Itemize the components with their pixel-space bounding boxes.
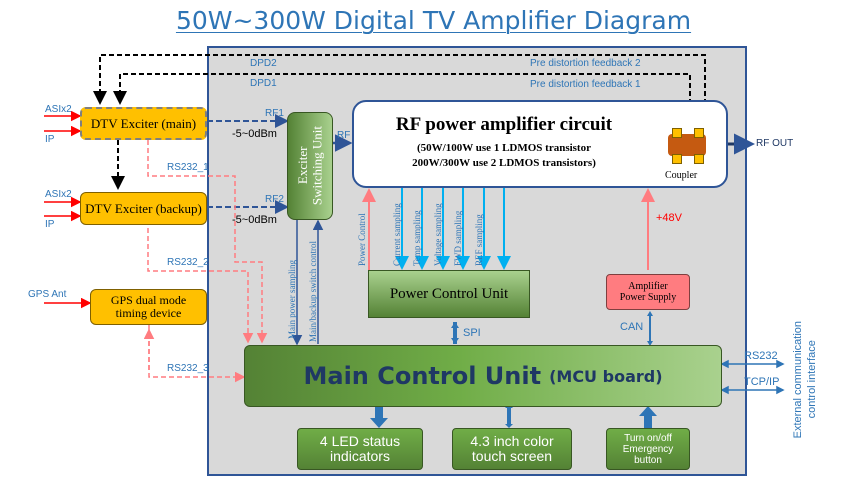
ip-main-label: IP [45, 134, 55, 145]
power-control-line [362, 188, 655, 270]
rf-amplifier-title: RF power amplifier circuit [395, 114, 613, 135]
rf1-dbm-label: -5~0dBm [232, 128, 277, 140]
rf1-label: RF1 [265, 108, 284, 119]
gps-ant-label: GPS Ant [28, 289, 67, 300]
asi-main-label: ASIx2 [45, 104, 72, 115]
sampling-control-lines [291, 219, 324, 346]
rf-input-lines [207, 114, 289, 214]
coupler-icon [658, 128, 716, 164]
main-control-unit: Main Control Unit (MCU board) [244, 345, 722, 407]
spi-can-lines [451, 311, 653, 346]
mcu-subtitle: (MCU board) [549, 366, 663, 386]
sampling-lines [395, 188, 511, 270]
power-control-unit: Power Control Unit [368, 270, 530, 318]
power-control-label: Power Control [357, 213, 367, 266]
coupler-label: Coupler [665, 170, 698, 181]
main-backup-switch-label: Main/backup switch control [308, 241, 318, 342]
rf-out-label: RF OUT [756, 138, 794, 149]
dpd1-label: DPD1 [250, 78, 277, 89]
amplifier-power-supply: Amplifier Power Supply [606, 274, 690, 310]
rf-amplifier-sub1: (50W/100W use 1 LDMOS transistor [417, 142, 591, 154]
dpd2-feedback-line [93, 54, 706, 128]
pre-distortion-1-label: Pre distortion feedback 1 [530, 79, 641, 90]
rf-amplifier-sub2: 200W/300W use 2 LDMOS transistors) [412, 157, 596, 169]
rf2-dbm-label: -5~0dBm [232, 214, 277, 226]
ref-sampling-label: REF sampling [474, 214, 484, 266]
pre-distortion-2-label: Pre distortion feedback 2 [530, 58, 641, 69]
dpd2-label: DPD2 [250, 58, 277, 69]
main-power-sampling-label: Main power sampling [287, 260, 297, 339]
input-arrows [44, 110, 92, 309]
tcpip-label: TCP/IP [744, 376, 780, 388]
exciter-switching-unit: Exciter Switching Unit [287, 112, 333, 220]
v48-label: +48V [656, 212, 682, 224]
exciter-switching-label: Exciter Switching Unit [294, 126, 324, 206]
led-status-indicators: 4 LED status indicators [297, 428, 423, 470]
rs232-2-label: RS232_2 [167, 257, 209, 268]
asi-backup-label: ASIx2 [45, 189, 72, 200]
gps-timing-device: GPS dual mode timing device [90, 289, 207, 325]
rs232-3-label: RS232_3 [167, 363, 209, 374]
rs232-ext-label: RS232 [744, 350, 778, 362]
rf2-label: RF2 [265, 194, 284, 205]
diagram-title: 50W~300W Digital TV Amplifier Diagram [175, 6, 692, 35]
touch-screen: 4.3 inch color touch screen [452, 428, 572, 470]
dtv-exciter-backup: DTV Exciter (backup) [80, 192, 207, 225]
can-label: CAN [620, 321, 644, 333]
ip-backup-label: IP [45, 219, 55, 230]
fwd-sampling-label: FWD sampling [453, 210, 463, 266]
dtv-exciter-main: DTV Exciter (main) [80, 107, 207, 140]
temp-sampling-label: Temp sampling [412, 210, 422, 266]
spi-label: SPI [463, 327, 481, 339]
rf-amplifier-block: RF power amplifier circuit (50W/100W use… [352, 100, 728, 188]
current-sampling-label: Current sampling [392, 203, 402, 266]
external-interface-label-wrap: External communication control interface [786, 300, 826, 460]
rf-label: RF [337, 130, 351, 141]
mcu-title: Main Control Unit [303, 362, 542, 390]
bottom-arrows [370, 404, 657, 428]
rs232-1-label: RS232_1 [167, 162, 209, 173]
external-interface-label: External communication control interface [792, 321, 818, 439]
external-lines [720, 359, 785, 395]
voltage-sampling-label: Voltage sampling [433, 203, 443, 266]
rs232-lines [143, 140, 268, 383]
emergency-button: Turn on/off Emergency button [606, 428, 690, 470]
